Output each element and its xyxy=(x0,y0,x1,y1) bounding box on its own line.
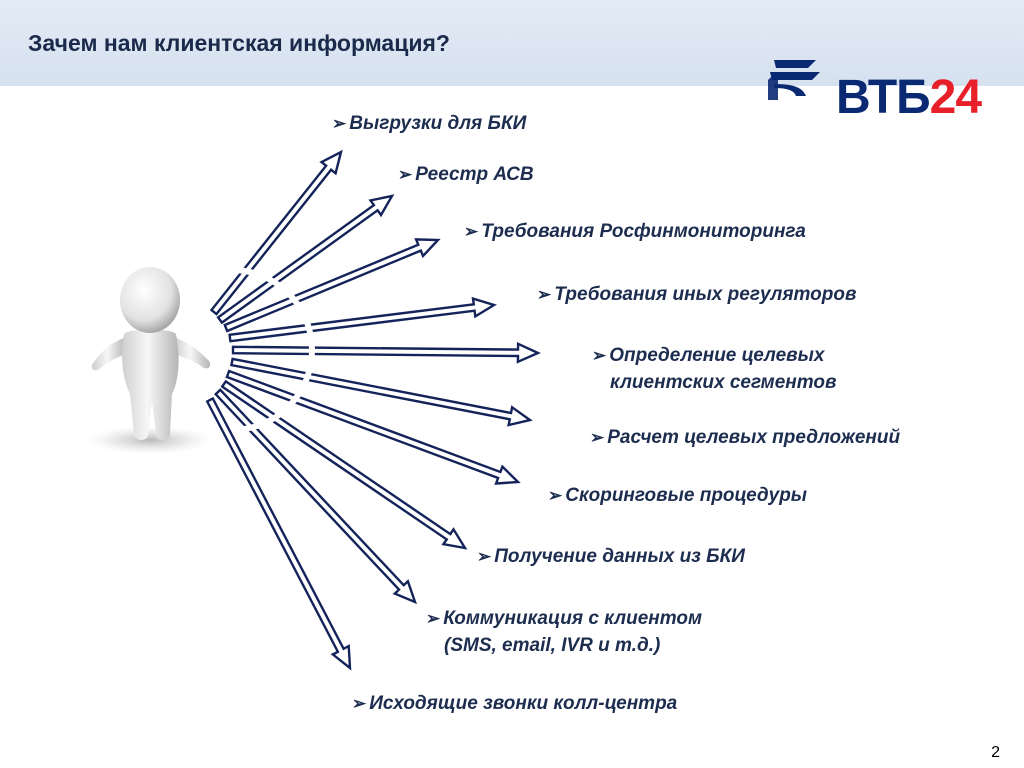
list-item-bki-data: ➢Получение данных из БКИ xyxy=(477,543,745,570)
list-item-text: Исходящие звонки колл-центра xyxy=(369,693,678,714)
list-item-bki-upload: ➢Выгрузки для БКИ xyxy=(332,110,526,137)
logo-brand-text: ВТБ xyxy=(836,71,931,124)
vtb-logo-mark-icon xyxy=(768,60,820,100)
list-item-call-center: ➢Исходящие звонки колл-центра xyxy=(352,690,677,717)
list-item-target-segments: ➢Определение целевых клиентских сегменто… xyxy=(592,342,837,396)
list-item-asv-registry: ➢Реестр АСВ xyxy=(398,161,534,188)
arrow-4 xyxy=(228,296,497,343)
header-band xyxy=(0,0,1024,86)
list-item-text-line2: (SMS, email, IVR и т.д.) xyxy=(444,635,661,656)
arrow-bullet-icon: ➢ xyxy=(537,285,552,304)
arrow-7 xyxy=(225,369,521,485)
arrow-10 xyxy=(205,396,352,671)
list-item-client-communication: ➢Коммуникация с клиентом (SMS, email, IV… xyxy=(426,605,702,659)
list-item-scoring: ➢Скоринговые процедуры xyxy=(548,482,807,509)
slide-title: Зачем нам клиентская информация? xyxy=(28,30,450,56)
person-figure-icon xyxy=(88,267,212,454)
arrow-bullet-icon: ➢ xyxy=(426,609,441,628)
arrow-3 xyxy=(223,238,441,333)
list-item-text: Реестр АСВ xyxy=(415,164,534,185)
list-item-text: Определение целевых xyxy=(609,345,825,366)
list-item-text: Расчет целевых предложений xyxy=(607,427,901,448)
arrow-2 xyxy=(216,194,395,325)
list-item-text: Выгрузки для БКИ xyxy=(349,113,527,134)
list-item-text: Скоринговые процедуры xyxy=(565,485,808,506)
list-item-text: Требования Росфинмониторинга xyxy=(481,221,806,242)
arrow-8 xyxy=(220,379,468,550)
logo-wordmark: ВТБ24 xyxy=(836,71,982,124)
list-item-text: Коммуникация с клиентом xyxy=(443,608,703,629)
hub-semicircle xyxy=(231,267,315,433)
list-item-other-regulators: ➢Требования иных регуляторов xyxy=(537,281,856,308)
list-item-text-line2: клиентских сегментов xyxy=(610,372,837,393)
arrow-bullet-icon: ➢ xyxy=(464,222,479,241)
arrow-bullet-icon: ➢ xyxy=(592,346,607,365)
logo-number-text: 24 xyxy=(929,71,982,124)
arrow-5 xyxy=(231,341,541,364)
list-item-text: Требования иных регуляторов xyxy=(554,284,857,305)
arrow-bullet-icon: ➢ xyxy=(398,165,413,184)
arrow-bullet-icon: ➢ xyxy=(477,547,492,566)
arrow-bullet-icon: ➢ xyxy=(352,694,367,713)
list-item-text: Получение данных из БКИ xyxy=(494,546,745,567)
arrow-bullet-icon: ➢ xyxy=(548,486,563,505)
list-item-target-offers: ➢Расчет целевых предложений xyxy=(590,424,900,451)
page-number: 2 xyxy=(991,744,1000,761)
list-item-rosfinmonitoring: ➢Требования Росфинмониторинга xyxy=(464,218,806,245)
vtb24-logo: ВТБ24 xyxy=(766,56,1006,126)
arrow-9 xyxy=(214,388,417,605)
arrows-group xyxy=(205,149,541,671)
arrow-bullet-icon: ➢ xyxy=(332,114,347,133)
arrow-bullet-icon: ➢ xyxy=(590,428,605,447)
